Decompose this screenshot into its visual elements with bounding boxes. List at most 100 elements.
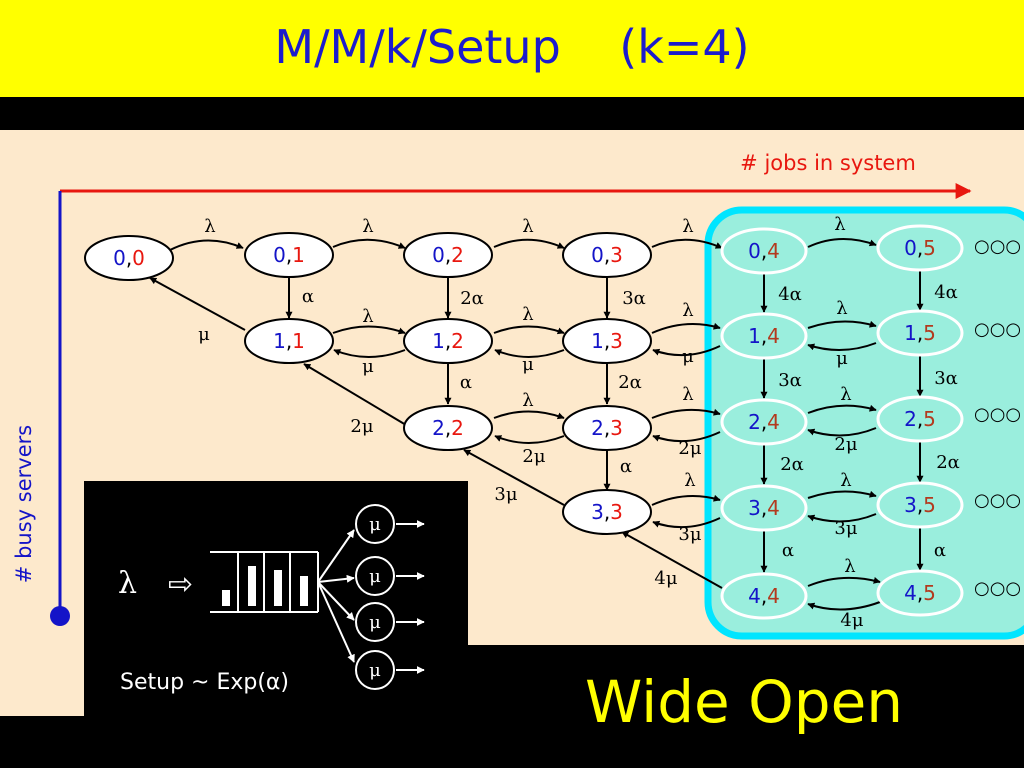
- arc-mu3-33-22: [463, 449, 565, 506]
- state-node-label: 1,5: [904, 321, 936, 345]
- y-axis-label: # busy servers: [12, 425, 36, 583]
- rate-label: 3μ: [834, 518, 857, 539]
- ellipsis: ○○○: [974, 578, 1021, 599]
- title-bar: M/M/k/Setup (k=4): [0, 0, 1024, 97]
- rate-label: λ: [840, 470, 851, 491]
- busy-count: 0: [748, 239, 761, 263]
- state-node: 0,5: [876, 224, 964, 272]
- arc-lambda-34-35: [807, 490, 877, 499]
- rate-label: λ: [362, 306, 373, 327]
- rate-label: λ: [522, 216, 533, 237]
- rate-label: λ: [682, 216, 693, 237]
- busy-count: 0: [591, 243, 604, 267]
- state-node-label: 2,2: [432, 416, 464, 440]
- state-node-ellipse: [720, 572, 808, 620]
- job-count: 4: [767, 496, 780, 520]
- busy-count: 1: [591, 329, 604, 353]
- state-node-label: 3,3: [591, 500, 623, 524]
- rate-label: μ: [362, 356, 374, 377]
- rate-label: λ: [682, 300, 693, 321]
- state-node-label: 3,5: [904, 493, 936, 517]
- dispatch-arrow: [317, 529, 355, 583]
- rate-label: 4μ: [654, 568, 677, 589]
- ellipsis: ○○○: [974, 236, 1021, 257]
- arrival-rate-label: λ: [118, 566, 138, 601]
- rate-label: μ: [682, 346, 694, 367]
- rate-label: λ: [682, 384, 693, 405]
- x-axis-label: # jobs in system: [740, 151, 916, 175]
- arc-mu3-35-34: [807, 513, 877, 523]
- state-node-label: 0,5: [904, 236, 936, 260]
- server-circle: [355, 650, 395, 690]
- rate-label: α: [782, 540, 794, 561]
- rate-label: α: [620, 456, 632, 477]
- job-count: 5: [923, 407, 936, 431]
- rate-label: μ: [836, 348, 848, 369]
- server-circle: [355, 556, 395, 596]
- rate-label: 2α: [780, 454, 804, 475]
- busy-count: 3: [904, 493, 917, 517]
- state-node-label: 1,1: [273, 329, 305, 353]
- arc-lambda-03-04: [651, 238, 723, 249]
- arc-mu-13-12: [494, 349, 565, 358]
- arc-mu2-23-22: [494, 435, 565, 444]
- arc-lambda-24-25: [807, 404, 877, 414]
- ellipsis: ○○○: [974, 319, 1021, 340]
- rate-label: λ: [522, 304, 533, 325]
- busy-count: 2: [591, 416, 604, 440]
- arc-lambda-23-24: [651, 408, 721, 419]
- state-node-ellipse: [562, 489, 652, 535]
- arc-lambda-14-15: [807, 320, 877, 329]
- state-node: 3,4: [720, 484, 808, 532]
- rate-label: λ: [836, 298, 847, 319]
- server-circle: [355, 504, 395, 544]
- rate-label: α: [934, 540, 946, 561]
- job-count: 2: [451, 243, 464, 267]
- dispatch-arrow: [317, 574, 355, 583]
- rate-label: 2μ: [522, 446, 545, 467]
- job-count: 4: [767, 239, 780, 263]
- state-node: 3,3: [562, 489, 652, 535]
- dispatch-arrow: [317, 581, 355, 663]
- left-panel-strip: [0, 640, 84, 716]
- busy-count: 4: [748, 584, 761, 608]
- state-node-label: 0,3: [591, 243, 623, 267]
- rate-label: λ: [844, 556, 855, 577]
- wide-open-label: Wide Open: [585, 668, 904, 736]
- ellipsis: ○○○: [974, 404, 1021, 425]
- state-node: 4,5: [876, 569, 964, 617]
- setup-distribution-label: Setup ~ Exp(α): [120, 670, 290, 695]
- busy-count: 2: [432, 416, 445, 440]
- arc-lambda-12-13: [493, 325, 565, 335]
- state-node: 2,4: [720, 398, 808, 446]
- busy-count: 0: [273, 243, 286, 267]
- server-rate: μ: [369, 566, 381, 587]
- state-node: 4,4: [720, 572, 808, 620]
- busy-count: 0: [432, 243, 445, 267]
- state-node-ellipse: [403, 232, 493, 278]
- job-count: 5: [923, 321, 936, 345]
- state-node-ellipse: [720, 312, 808, 360]
- state-node-ellipse: [562, 232, 652, 278]
- rate-label: 2μ: [678, 438, 701, 459]
- arc-lambda-44-45: [807, 576, 881, 587]
- job-count: 5: [923, 493, 936, 517]
- state-node-label: 1,3: [591, 329, 623, 353]
- job-count: 1: [292, 243, 305, 267]
- job-count: 3: [610, 329, 623, 353]
- busy-count: 3: [748, 496, 761, 520]
- job-count: 5: [923, 236, 936, 260]
- state-node-ellipse: [876, 481, 964, 529]
- busy-count: 2: [904, 407, 917, 431]
- state-node-label: 0,4: [748, 239, 780, 263]
- state-node-label: 0,2: [432, 243, 464, 267]
- state-node-ellipse: [84, 235, 174, 281]
- state-node-label: 4,4: [748, 584, 780, 608]
- state-node-label: 0,0: [113, 246, 145, 270]
- busy-count: 1: [273, 329, 286, 353]
- state-node: 1,1: [244, 318, 334, 364]
- dispatch-arrow: [317, 581, 355, 621]
- state-node-label: 0,1: [273, 243, 305, 267]
- state-node: 0,2: [403, 232, 493, 278]
- rate-label: 2μ: [834, 434, 857, 455]
